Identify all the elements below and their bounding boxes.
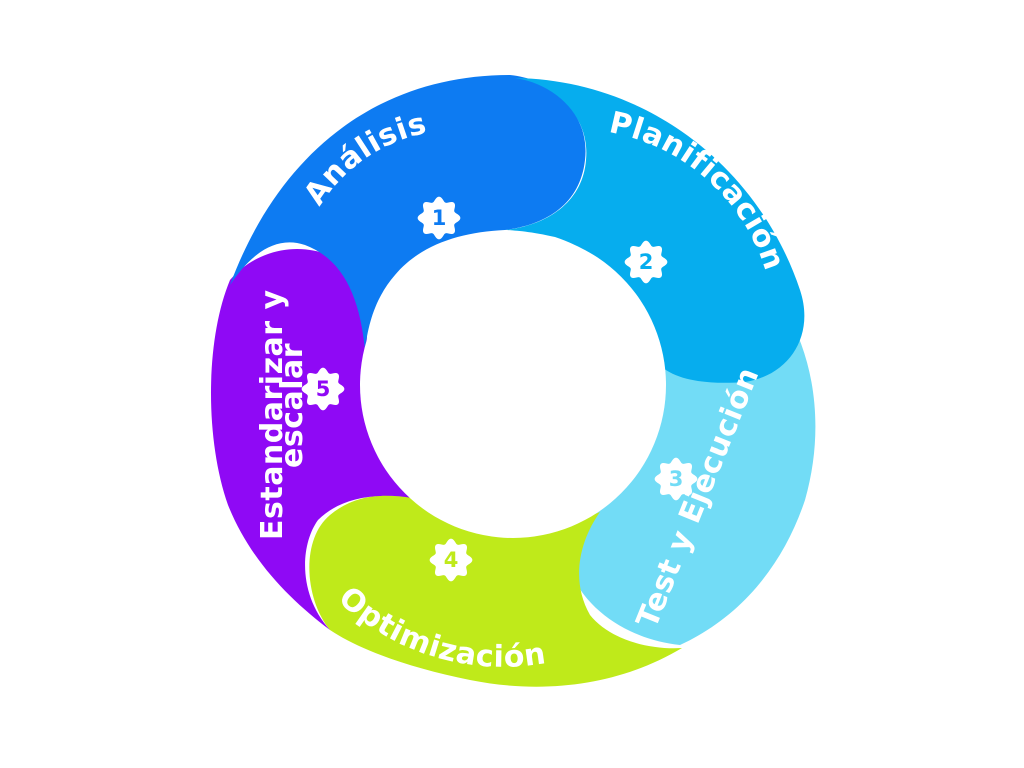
step-1-badge: 1	[417, 196, 461, 240]
segment-estandarizar	[210, 249, 412, 630]
gear-badge-icon	[417, 196, 461, 240]
step-4-badge: 4	[429, 538, 473, 582]
step-5-label-line-1: Estandarizar y	[255, 289, 290, 540]
gear-badge-icon	[624, 240, 668, 284]
badge-layer: 1 2 3 4 5	[301, 196, 698, 582]
step-2-badge: 2	[624, 240, 668, 284]
segment-analisis	[230, 75, 586, 350]
center-hole	[360, 232, 666, 538]
step-3-number: 3	[669, 467, 684, 491]
gear-badge-icon	[654, 457, 698, 501]
gear-badge-icon	[429, 538, 473, 582]
step-2-number: 2	[639, 250, 654, 274]
segment-optimizacion	[309, 495, 682, 687]
step-1-number: 1	[432, 206, 447, 230]
gear-badge-icon	[301, 367, 345, 411]
segment-layer	[210, 75, 816, 687]
step-4-number: 4	[444, 548, 459, 572]
step-5-label-line-2: escalar	[275, 343, 310, 468]
step-5-badge: 5	[301, 367, 345, 411]
segment-planificacion	[505, 78, 805, 383]
step-5-number: 5	[316, 377, 331, 401]
step-3-badge: 3	[654, 457, 698, 501]
